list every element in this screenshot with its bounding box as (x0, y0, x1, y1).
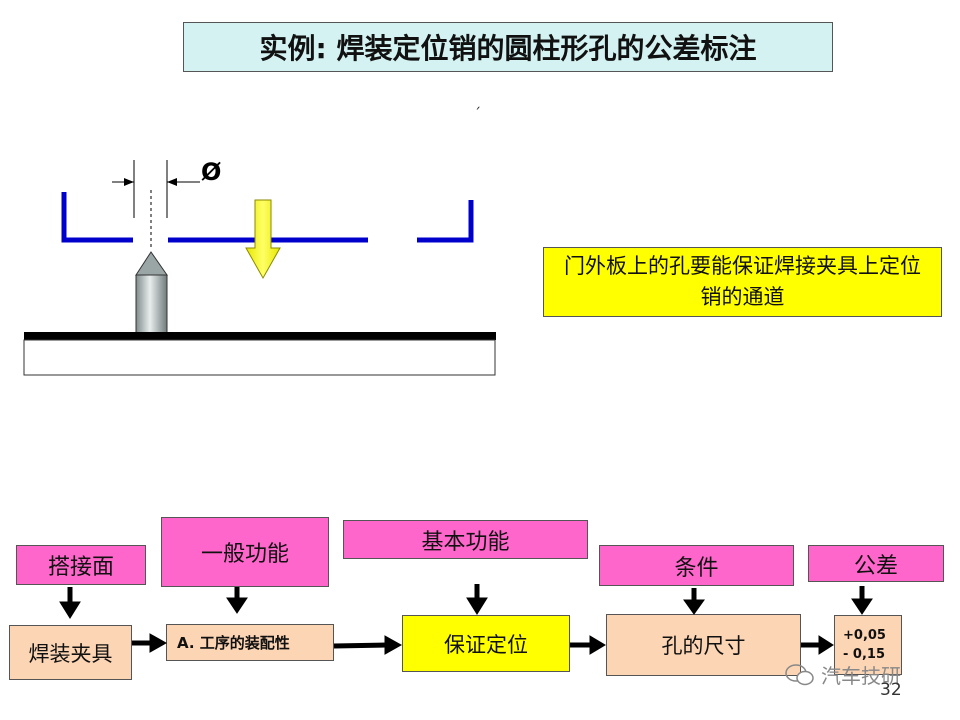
tolerance-lower: - 0,15 (843, 647, 885, 662)
down-arrow-icon (245, 199, 281, 280)
arrow-right-1 (132, 633, 168, 653)
flow-arrows (59, 584, 873, 655)
label-basic-function: 基本功能 (343, 520, 588, 559)
box-process-assemblability: A. 工序的装配性 (166, 624, 334, 661)
slide-title: 实例: 焊装定位销的圆柱形孔的公差标注 (183, 22, 833, 72)
label-general-function: 一般功能 (161, 517, 329, 587)
arrow-down-1 (59, 587, 81, 619)
watermark-text: 汽车技研 (821, 664, 901, 688)
box-tolerance-values: +0,05 - 0,15 (834, 615, 902, 675)
arrow-down-5 (851, 586, 873, 615)
box-welding-fixture: 焊装夹具 (9, 625, 132, 680)
box-ensure-positioning: 保证定位 (402, 615, 570, 672)
page-number: 32 (880, 680, 902, 700)
arrow-down-2 (226, 587, 248, 614)
diameter-symbol: Ø (201, 158, 221, 186)
arrow-right-2 (333, 635, 403, 655)
arrow-right-4 (801, 635, 834, 655)
arrow-down-4 (683, 588, 705, 615)
locating-pin (135, 251, 168, 336)
arrow-right-3 (570, 635, 606, 655)
arrow-down-3 (466, 584, 488, 615)
note-box: 门外板上的孔要能保证焊接夹具上定位销的通道 (543, 247, 942, 317)
pin-hole-diagram: Ø (23, 158, 496, 376)
label-condition: 条件 (599, 545, 794, 586)
fixture-base (23, 332, 496, 376)
watermark: 汽车技研 (785, 660, 901, 689)
diameter-dimension: Ø (112, 158, 221, 250)
label-tolerance: 公差 (808, 545, 944, 582)
box-hole-size: 孔的尺寸 (606, 614, 801, 676)
tolerance-upper: +0,05 (843, 628, 886, 643)
wechat-icon (785, 663, 814, 685)
tick-mark: ˏ (474, 94, 481, 110)
label-contact-surface: 搭接面 (16, 545, 146, 585)
